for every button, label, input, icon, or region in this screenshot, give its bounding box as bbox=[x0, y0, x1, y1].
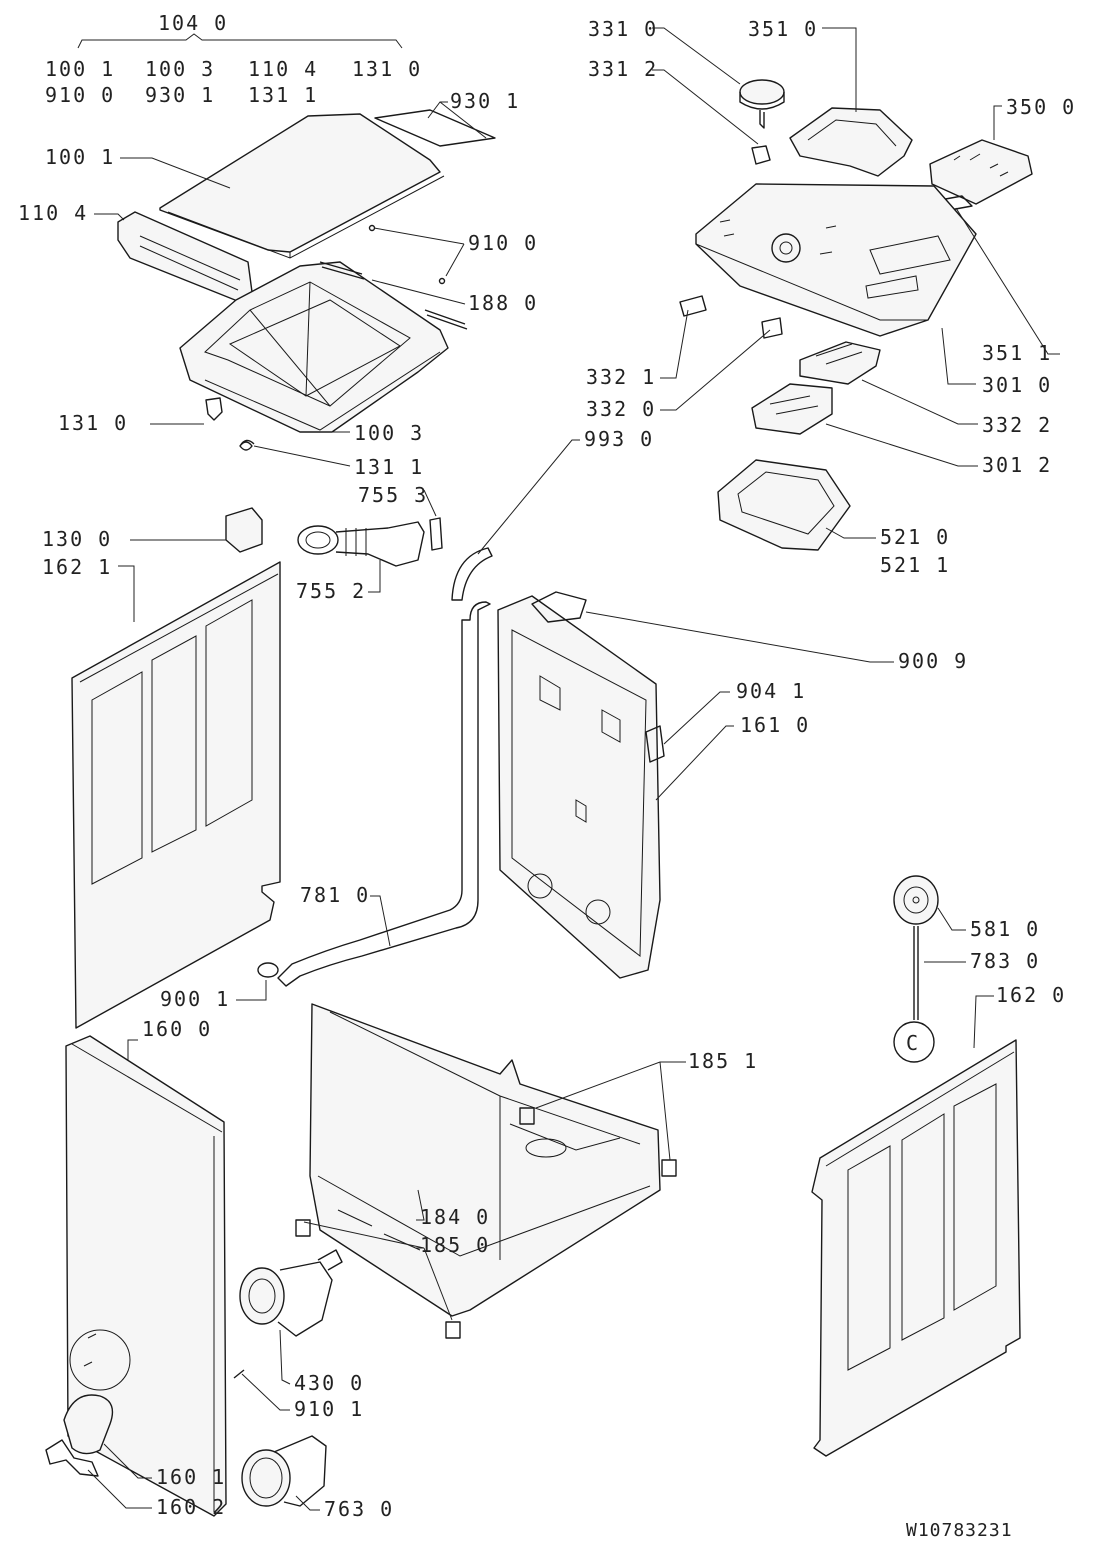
callout-910-0: 910 0 bbox=[468, 231, 538, 255]
switch-332-0 bbox=[761, 317, 783, 339]
control-board-350-0 bbox=[929, 139, 1033, 205]
console-panel-301-0 bbox=[695, 183, 977, 337]
callout-332-0: 332 0 bbox=[586, 397, 656, 421]
callout-993-0: 993 0 bbox=[584, 427, 654, 451]
callout-521-1: 521 1 bbox=[880, 553, 950, 577]
callout-labels: 930 1 100 1 110 4 910 0 188 0 131 0 100 … bbox=[18, 17, 1076, 1541]
callout-900-1: 900 1 bbox=[160, 987, 230, 1011]
drawing-number: W10783231 bbox=[906, 1520, 1013, 1541]
hose-guide-993-0 bbox=[451, 547, 493, 601]
callout-331-2: 331 2 bbox=[588, 57, 658, 81]
side-panel-162-1 bbox=[71, 561, 281, 1029]
callout-185-1: 185 1 bbox=[688, 1049, 758, 1073]
callout-100-1: 100 1 bbox=[45, 145, 115, 169]
hinge-pins-188-0 bbox=[319, 224, 468, 330]
group-member-4: 131 0 bbox=[352, 57, 422, 81]
door-flap-160-1 bbox=[63, 1394, 114, 1455]
callout-162-0: 162 0 bbox=[996, 983, 1066, 1007]
group-label: 104 0 bbox=[158, 11, 228, 35]
group-member-3: 110 4 bbox=[248, 57, 318, 81]
dispenser-332-2 bbox=[799, 341, 881, 385]
clip-755-3 bbox=[429, 517, 443, 551]
callout-184-0: 184 0 bbox=[420, 1205, 490, 1229]
foot-185-1-a bbox=[519, 1107, 535, 1125]
side-panel-162-0 bbox=[811, 1039, 1021, 1457]
callout-162-1: 162 1 bbox=[42, 555, 112, 579]
switch-332-1 bbox=[679, 295, 707, 317]
callout-904-1: 904 1 bbox=[736, 679, 806, 703]
base-frame-184-0 bbox=[309, 1003, 661, 1317]
foot-185-0-a bbox=[295, 1219, 311, 1237]
drain-pump-430-0 bbox=[239, 1249, 343, 1337]
screw-910-1 bbox=[233, 1369, 245, 1379]
drain-hose-781-0 bbox=[277, 601, 491, 987]
callout-351-0: 351 0 bbox=[748, 17, 818, 41]
clip-904-1 bbox=[645, 725, 665, 763]
dispenser-base-521-0 bbox=[717, 459, 851, 551]
callout-130-0: 130 0 bbox=[42, 527, 112, 551]
group-member-5: 910 0 bbox=[45, 83, 115, 107]
callout-332-1: 332 1 bbox=[586, 365, 656, 389]
rear-panel-161-0 bbox=[497, 595, 661, 979]
callout-161-0: 161 0 bbox=[740, 713, 810, 737]
group-header: 104 0 100 1 100 3 110 4 131 0 910 0 930 … bbox=[45, 11, 422, 107]
callout-430-0: 430 0 bbox=[294, 1371, 364, 1395]
callout-332-2: 332 2 bbox=[982, 413, 1052, 437]
callout-351-1: 351 1 bbox=[982, 341, 1052, 365]
bellows-hose-755-2 bbox=[297, 521, 425, 567]
filter-763-0 bbox=[241, 1435, 327, 1507]
pressure-switch-130-0 bbox=[225, 507, 263, 553]
callout-900-9: 900 9 bbox=[898, 649, 968, 673]
knob-insert-331-2 bbox=[751, 145, 771, 165]
leader-lines bbox=[87, 27, 1060, 1511]
group-member-1: 100 1 bbox=[45, 57, 115, 81]
callout-301-0: 301 0 bbox=[982, 373, 1052, 397]
dispenser-drawer-301-2 bbox=[751, 383, 833, 435]
group-member-2: 100 3 bbox=[145, 57, 215, 81]
callout-755-3: 755 3 bbox=[358, 483, 428, 507]
hinge-strip-930-1 bbox=[374, 109, 496, 147]
clamp-900-1 bbox=[257, 962, 279, 978]
callout-160-1: 160 1 bbox=[156, 1465, 226, 1489]
callout-188-0: 188 0 bbox=[468, 291, 538, 315]
callout-331-0: 331 0 bbox=[588, 17, 658, 41]
callout-910-1: 910 1 bbox=[294, 1397, 364, 1421]
callout-301-2: 301 2 bbox=[982, 453, 1052, 477]
group-bracket bbox=[77, 33, 403, 49]
group-member-7: 131 1 bbox=[248, 83, 318, 107]
wire-783-0 bbox=[913, 926, 919, 1020]
lid-top-panel bbox=[159, 113, 445, 259]
foot-185-0-b bbox=[445, 1321, 461, 1339]
callout-763-0: 763 0 bbox=[324, 1497, 394, 1521]
callout-783-0: 783 0 bbox=[970, 949, 1040, 973]
callout-781-0: 781 0 bbox=[300, 883, 370, 907]
callout-131-0: 131 0 bbox=[58, 411, 128, 435]
callout-350-0: 350 0 bbox=[1006, 95, 1076, 119]
knob-331-0 bbox=[739, 79, 785, 129]
callout-755-2: 755 2 bbox=[296, 579, 366, 603]
clip-900-9 bbox=[531, 591, 587, 623]
circle-c: C bbox=[893, 1021, 935, 1063]
callout-131-1: 131 1 bbox=[354, 455, 424, 479]
callout-581-0: 581 0 bbox=[970, 917, 1040, 941]
callout-521-0: 521 0 bbox=[880, 525, 950, 549]
console-frame-351-0 bbox=[789, 107, 913, 177]
callout-185-0: 185 0 bbox=[420, 1233, 490, 1257]
callout-930-1-top: 930 1 bbox=[450, 89, 520, 113]
circle-c-label: C bbox=[906, 1031, 918, 1055]
callout-100-3: 100 3 bbox=[354, 421, 424, 445]
callout-160-0: 160 0 bbox=[142, 1017, 212, 1041]
hinge-160-2 bbox=[45, 1439, 99, 1477]
spring-131-1 bbox=[239, 439, 255, 451]
capacitor-581-0 bbox=[893, 875, 939, 925]
lid-lock-131-0 bbox=[205, 397, 223, 421]
group-member-6: 930 1 bbox=[145, 83, 215, 107]
callout-160-2: 160 2 bbox=[156, 1495, 226, 1519]
foot-185-1-b bbox=[661, 1159, 677, 1177]
callout-110-4: 110 4 bbox=[18, 201, 88, 225]
lid-frame-100-3 bbox=[179, 261, 449, 433]
